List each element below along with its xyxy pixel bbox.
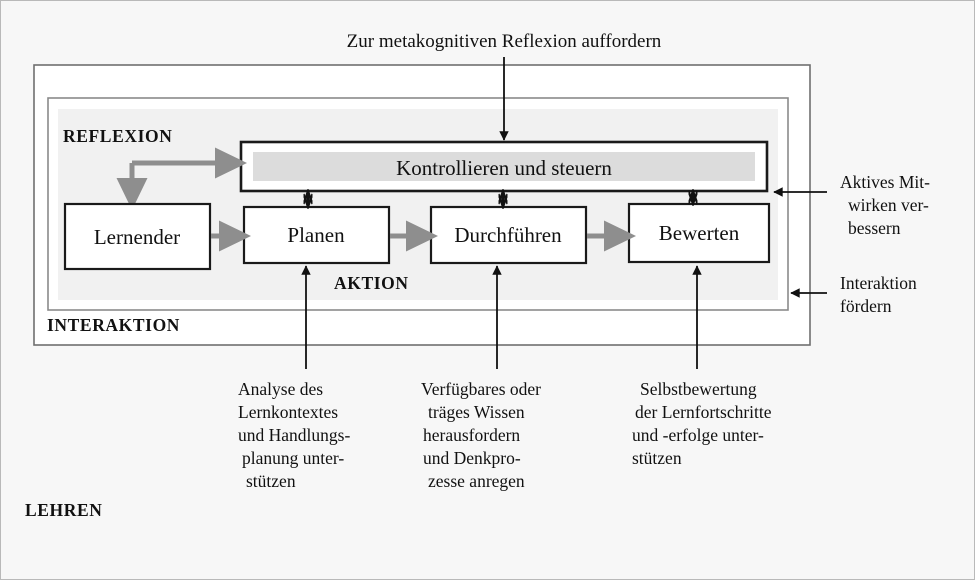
note-aktives-mitwirken: Aktives Mit- wirken ver- bessern: [840, 172, 930, 238]
node-label-durchfuehren: Durchführen: [454, 223, 562, 247]
node-box-durchfuehren[interactable]: [429, 205, 588, 265]
control-box-inner-fill: [253, 152, 755, 181]
note-line: Aktives Mit-: [840, 172, 930, 192]
note-line: der Lernfortschritte: [635, 402, 772, 422]
top-caption: Zur metakognitiven Reflexion auffordern: [347, 31, 662, 52]
note-line: wirken ver-: [848, 195, 929, 215]
note-line: Selbstbewertung: [640, 379, 757, 399]
note-line: Analyse des: [238, 379, 323, 399]
control-box-label: Kontrollieren und steuern: [396, 156, 612, 180]
node-label-lernender: Lernender: [94, 225, 180, 249]
note-line: träges Wissen: [428, 402, 525, 422]
note-line: bessern: [848, 218, 901, 238]
note-selbstbewertung: Selbstbewertung der Lernfortschritte und…: [632, 379, 772, 468]
note-line: und Denkpro-: [423, 448, 521, 468]
note-line: fördern: [840, 296, 892, 316]
note-line: stützen: [632, 448, 682, 468]
note-line: Lernkontextes: [238, 402, 338, 422]
node-box-bewerten[interactable]: [627, 202, 771, 264]
zone-label-lehren: LEHREN: [25, 500, 103, 520]
note-line: stützen: [246, 471, 296, 491]
note-line: Interaktion: [840, 273, 917, 293]
note-interaktion-foerdern: Interaktion fördern: [840, 273, 917, 316]
note-line: zesse anregen: [428, 471, 525, 491]
note-line: Verfügbares oder: [421, 379, 541, 399]
note-line: herausfordern: [423, 425, 520, 445]
node-label-bewerten: Bewerten: [659, 221, 740, 245]
node-box-planen[interactable]: [242, 205, 391, 265]
node-box-lernender[interactable]: [63, 202, 212, 271]
note-line: planung unter-: [242, 448, 344, 468]
zone-label-aktion: AKTION: [334, 273, 409, 293]
zone-label-reflexion: REFLEXION: [63, 126, 172, 146]
note-wissen-herausfordern: Verfügbares oder träges Wissen herausfor…: [421, 379, 541, 491]
note-line: und -erfolge unter-: [632, 425, 764, 445]
zone-label-interaktion: INTERAKTION: [47, 315, 180, 335]
node-label-planen: Planen: [287, 223, 345, 247]
note-line: und Handlungs-: [238, 425, 350, 445]
note-analyse-lernkontext: Analyse des Lernkontextes und Handlungs-…: [238, 379, 350, 491]
